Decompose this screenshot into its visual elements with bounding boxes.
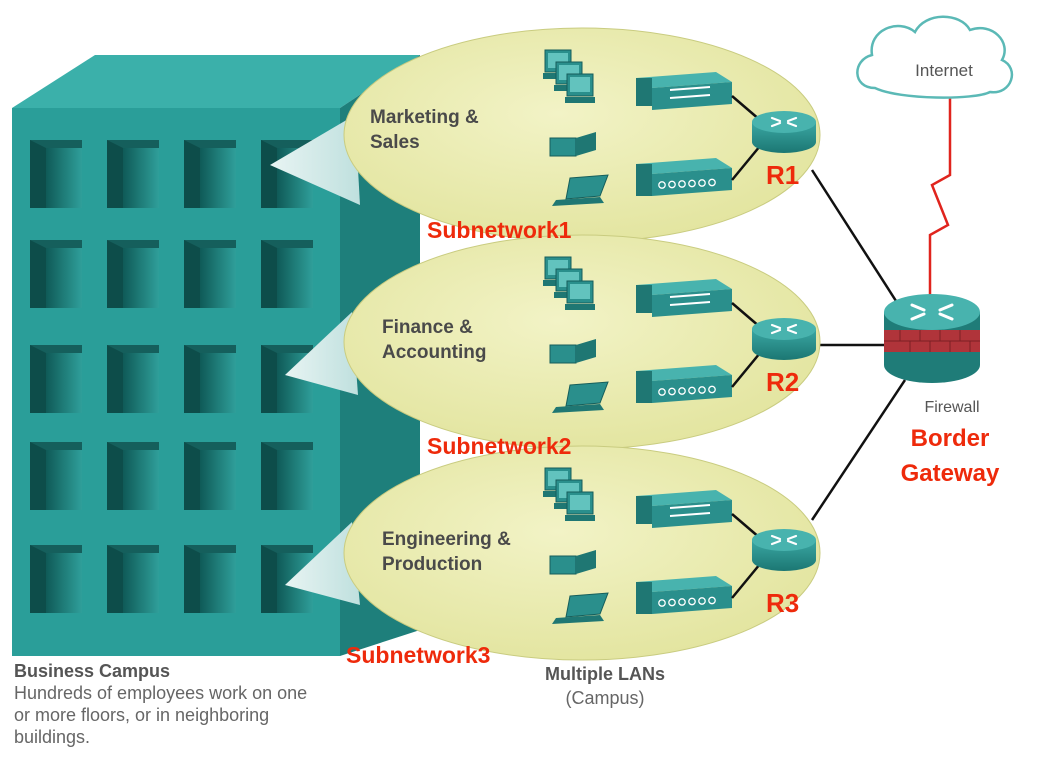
router-label-r3: R3	[766, 588, 799, 618]
router-icon	[752, 111, 816, 153]
link-switch-router	[731, 302, 761, 328]
link-r3-gateway	[810, 379, 907, 521]
building-window	[107, 545, 159, 613]
internet-label: Internet	[915, 61, 973, 80]
internet-cloud-icon	[856, 15, 1014, 99]
router-icon	[752, 318, 816, 360]
building-window	[107, 240, 159, 308]
router-label-r1: R1	[766, 160, 799, 190]
switch-icon	[636, 279, 732, 317]
building-window	[30, 442, 82, 510]
firewall-router-icon	[884, 294, 980, 383]
link-switch-router	[731, 513, 761, 539]
building-window	[30, 345, 82, 413]
dept-label-3-line1: Engineering &	[382, 529, 511, 550]
pc-stack-icon	[543, 49, 595, 103]
campus-title: Business Campus	[14, 661, 171, 681]
building-window	[184, 345, 236, 413]
border-gateway-label-line2: Gateway	[901, 460, 1000, 487]
dept-label-2-line2: Accounting	[382, 342, 487, 363]
router-icon	[752, 529, 816, 571]
pc-stack-icon	[543, 256, 595, 310]
campus-desc-line1: Hundreds of employees work on one	[14, 683, 308, 703]
building-window	[261, 240, 313, 308]
campus-desc-line2: or more floors, or in neighboring	[14, 705, 270, 725]
dept-label-1-line1: Marketing &	[370, 107, 479, 128]
lan-device-group-1	[543, 49, 816, 206]
lan-devices	[543, 49, 816, 624]
link-switch-router	[731, 95, 761, 121]
building-window	[30, 545, 82, 613]
building-window	[107, 442, 159, 510]
wan-link-internet	[928, 90, 952, 300]
switch-icon	[636, 490, 732, 528]
multiple-lans-subtitle: (Campus)	[565, 688, 644, 708]
network-links	[810, 90, 952, 521]
dept-label-1-line2: Sales	[370, 132, 420, 153]
dept-label-3-line2: Production	[382, 554, 482, 575]
hub-icon	[636, 158, 732, 196]
switch-icon	[636, 72, 732, 110]
link-hub-router	[731, 563, 761, 599]
building-window	[184, 442, 236, 510]
callout-beam-3	[285, 522, 360, 605]
hub-icon	[636, 576, 732, 614]
dept-label-2-line1: Finance &	[382, 317, 473, 338]
subnet-label-1: Subnetwork1	[427, 217, 572, 243]
building-window	[107, 345, 159, 413]
laptop-icon	[552, 174, 609, 206]
building-window	[30, 240, 82, 308]
printer-icon	[549, 132, 596, 157]
building-window	[107, 140, 159, 208]
building-window	[30, 140, 82, 208]
hub-icon	[636, 365, 732, 403]
link-hub-router	[731, 352, 761, 388]
campus-caption: Business Campus Hundreds of employees wo…	[14, 660, 394, 748]
campus-building	[12, 55, 420, 656]
laptop-icon	[552, 381, 609, 413]
pc-stack-icon	[543, 467, 595, 521]
building-window	[261, 442, 313, 510]
printer-icon	[549, 550, 596, 575]
lan-ellipse-3	[343, 445, 821, 661]
link-r1-gateway	[810, 169, 907, 316]
multiple-lans-title: Multiple LANs	[545, 664, 665, 684]
campus-desc-line3: buildings.	[14, 727, 91, 747]
building-window	[184, 140, 236, 208]
building-window	[184, 240, 236, 308]
subnet-label-2: Subnetwork2	[427, 433, 571, 459]
callout-beam-1	[270, 115, 360, 205]
building-window	[261, 345, 313, 413]
laptop-icon	[552, 592, 609, 624]
building-top	[12, 55, 420, 108]
printer-icon	[549, 339, 596, 364]
lan-device-group-3	[543, 467, 816, 624]
firewall-label: Firewall	[924, 399, 979, 416]
lan-device-group-2	[543, 256, 816, 413]
router-label-r2: R2	[766, 367, 799, 397]
border-gateway-label-line1: Border	[911, 425, 990, 452]
link-hub-router	[731, 145, 761, 181]
building-windows	[30, 140, 313, 613]
subnet-label-3: Subnetwork3	[346, 642, 490, 668]
callout-beam-2	[285, 312, 358, 395]
building-window	[184, 545, 236, 613]
